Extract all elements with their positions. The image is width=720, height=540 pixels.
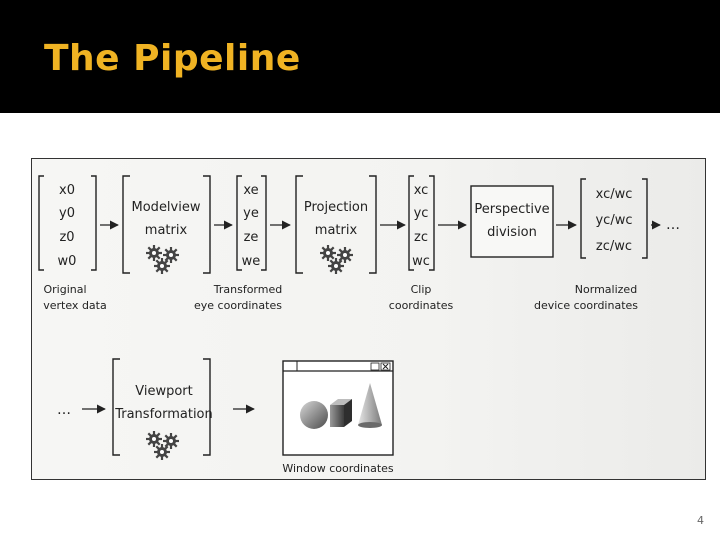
caption-eye-1: Transformed bbox=[213, 283, 282, 296]
title-bar: The Pipeline bbox=[0, 0, 720, 113]
vec-yc: yc bbox=[414, 206, 429, 221]
vec-zc-wc: zc/wc bbox=[596, 239, 632, 254]
ndc-vector: xc/wc yc/wc zc/wc bbox=[580, 178, 648, 259]
slide-number: 4 bbox=[697, 514, 704, 527]
continuation-ellipsis-top: … bbox=[666, 217, 680, 233]
window-with-3d-shapes-icon bbox=[282, 360, 394, 456]
vec-xe: xe bbox=[243, 183, 258, 198]
viewport-transformation-box: Viewport Transformation bbox=[112, 358, 213, 460]
vec-zc: zc bbox=[414, 230, 428, 245]
viewport-label-2: Transformation bbox=[114, 407, 213, 422]
perspective-division-box: Perspective division bbox=[470, 185, 554, 258]
gear-cluster-icon bbox=[320, 245, 353, 274]
gear-cluster-icon bbox=[146, 431, 179, 460]
caption-ndc-2: device coordinates bbox=[534, 299, 638, 312]
clip-coordinate-vector: xc yc zc wc bbox=[408, 175, 435, 271]
vec-wc: wc bbox=[412, 254, 430, 269]
continuation-ellipsis-bottom: … bbox=[57, 402, 71, 418]
perspective-label-1: Perspective bbox=[474, 202, 549, 217]
vec-xc-wc: xc/wc bbox=[596, 187, 633, 202]
vec-ze: ze bbox=[244, 230, 259, 245]
projection-matrix-box: Projection matrix bbox=[295, 175, 377, 274]
caption-eye-2: eye coordinates bbox=[194, 299, 282, 312]
caption-window: Window coordinates bbox=[282, 462, 394, 475]
vec-we: we bbox=[242, 254, 261, 269]
vec-x0: x0 bbox=[59, 183, 75, 198]
pipeline-figure: x0 y0 z0 w0 Original vertex data Modelvi… bbox=[31, 158, 706, 480]
caption-original-1: Original bbox=[43, 283, 86, 296]
vec-w0: w0 bbox=[58, 254, 77, 269]
vec-ye: ye bbox=[243, 206, 259, 221]
original-vertex-vector: x0 y0 z0 w0 bbox=[38, 175, 97, 271]
vec-z0: z0 bbox=[59, 230, 74, 245]
eye-coordinate-vector: xe ye ze we bbox=[236, 175, 267, 271]
vec-xc: xc bbox=[414, 183, 429, 198]
vec-yc-wc: yc/wc bbox=[595, 213, 632, 228]
pipeline-diagram: x0 y0 z0 w0 Original vertex data Modelvi… bbox=[38, 175, 680, 475]
modelview-label-1: Modelview bbox=[132, 200, 201, 215]
caption-ndc-1: Normalized bbox=[575, 283, 637, 296]
caption-clip-1: Clip bbox=[411, 283, 432, 296]
gear-cluster-icon bbox=[146, 245, 179, 274]
modelview-matrix-box: Modelview matrix bbox=[122, 175, 211, 274]
modelview-label-2: matrix bbox=[145, 223, 188, 238]
perspective-label-2: division bbox=[487, 225, 537, 240]
slide-title: The Pipeline bbox=[44, 38, 301, 79]
projection-label-2: matrix bbox=[315, 223, 358, 238]
caption-original-2: vertex data bbox=[43, 299, 106, 312]
viewport-label-1: Viewport bbox=[135, 384, 193, 399]
vec-y0: y0 bbox=[59, 206, 75, 221]
caption-clip-2: coordinates bbox=[389, 299, 454, 312]
projection-label-1: Projection bbox=[304, 200, 368, 215]
